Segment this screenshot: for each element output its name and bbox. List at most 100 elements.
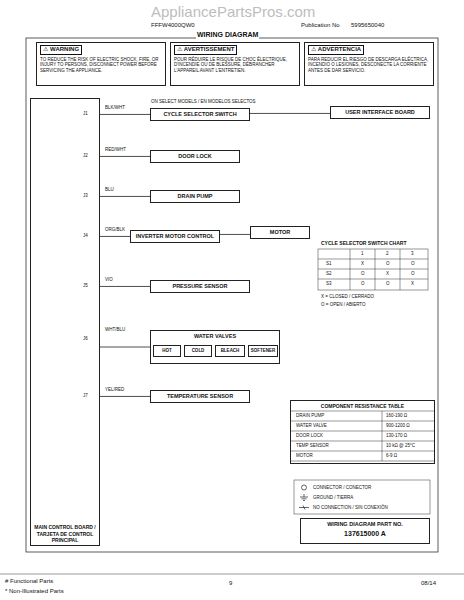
table-cell: 2 — [385, 251, 390, 256]
table-cell: S3 — [325, 281, 333, 286]
wire-color: ORG/BLK — [104, 227, 126, 232]
wire-color: BLK/WHT — [104, 105, 126, 110]
node-heading: WATER VALVES — [154, 333, 276, 340]
node-heading: COLD — [186, 348, 210, 354]
table-cell: S1 — [325, 261, 333, 266]
node-heading: MOTOR — [254, 229, 306, 236]
node-heading: BLEACH — [217, 348, 243, 354]
component-box: INVERTER MOTOR CONTROL — [130, 230, 220, 243]
legend-sample — [298, 504, 310, 511]
wire — [100, 396, 150, 397]
node-heading: COMPONENT RESISTANCE TABLE — [294, 403, 431, 409]
table-cell: O — [410, 261, 416, 266]
node-heading: TEMPERATURE SENSOR — [154, 393, 246, 400]
footer-text: 9 — [228, 580, 233, 587]
node-body: POUR RÉDUIRE LE RISQUE DE CHOC ÉLECTRIQU… — [174, 57, 296, 74]
warning-box: ⚠ ADVERTENCIA PARA REDUCIR EL RIESGO DE D… — [304, 42, 434, 86]
legend-item: CONNECTOR / CONECTOR — [298, 484, 371, 491]
table-cell: X — [385, 271, 390, 276]
node-body: 137615000 A — [304, 530, 426, 539]
legend-sample — [298, 494, 310, 501]
wire-color: WHT/BLU — [104, 327, 126, 332]
node-heading: ⚠ ADVERTENCIA — [308, 45, 364, 55]
table-cell: 10 kΩ @ 25°C — [385, 443, 416, 448]
legend-item: NO CONNECTION / SIN CONEXIÓN — [298, 504, 388, 511]
node-heading: USER INTERFACE BOARD — [334, 109, 426, 116]
legend-text: CONNECTOR / CONECTOR — [313, 485, 371, 490]
wire-color: RED/WHT — [104, 147, 127, 152]
header-text: FFFW4000QW0 — [150, 22, 196, 29]
resistance-table-grid — [290, 411, 435, 461]
node-heading: SOFTENER — [250, 348, 276, 354]
node-heading: ⚠ WARNING — [40, 45, 82, 55]
switch-chart-grid — [318, 249, 428, 290]
node-heading: DOOR LOCK — [154, 153, 236, 160]
pin-name: J3 — [82, 193, 89, 198]
pin-name: J1 — [82, 111, 89, 116]
component-box: CYCLE SELECTOR SWITCH — [150, 108, 250, 121]
table-cell: X — [360, 261, 365, 266]
node-body: PARA REDUCIR EL RIESGO DE DESCARGA ELÉCT… — [308, 57, 430, 74]
wire-color: VIO — [104, 277, 114, 282]
table-cell: X — [410, 281, 415, 286]
header-text: AppliancePartsPros.com — [150, 3, 316, 21]
table-cell: S2 — [325, 271, 333, 276]
header-text: WIRING DIAGRAM — [196, 31, 259, 39]
warning-box: ⚠ WARNING TO REDUCE THE RISK OF ELECTRIC … — [36, 42, 166, 86]
wire — [100, 236, 130, 237]
footer-text: # Functional Parts — [4, 578, 54, 585]
component-box: USER INTERFACE BOARD — [330, 106, 430, 119]
table-cell: X = CLOSED / CERRADO — [320, 294, 375, 299]
table-cell: O = OPEN / ABIERTO — [320, 302, 366, 307]
legend-text: NO CONNECTION / SIN CONEXIÓN — [313, 505, 388, 510]
valve-group: WATER VALVES HOT COLD BLEACH SOFTENER — [150, 330, 280, 364]
node-heading: HOT — [155, 348, 179, 354]
component-box: BLEACH — [215, 345, 245, 357]
component-box: DRAIN PUMP — [150, 190, 240, 203]
node-heading: INVERTER MOTOR CONTROL — [134, 233, 216, 240]
node-heading: CYCLE SELECTOR SWITCH — [154, 111, 246, 118]
component-box: DOOR LOCK — [150, 150, 240, 163]
table-cell: MOTOR — [295, 453, 314, 458]
table-cell: 130-170 Ω — [385, 433, 408, 438]
footer-text: 08/14 — [420, 580, 437, 587]
legend-text: GROUND / TIERRA — [313, 495, 353, 500]
legend-sample — [298, 484, 310, 491]
part-number-box: WIRING DIAGRAM PART NO. 137615000 A — [300, 518, 430, 544]
wire — [100, 196, 150, 197]
node-body: TO REDUCE THE RISK OF ELECTRIC SHOCK, FI… — [40, 57, 162, 74]
table-cell: TEMP SENSOR — [295, 443, 330, 448]
table-cell: O — [360, 281, 366, 286]
table-cell: DRAIN PUMP — [295, 413, 325, 418]
wire — [250, 113, 330, 114]
component-box: COLD — [184, 345, 212, 357]
table-cell: O — [385, 261, 391, 266]
component-box: MOTOR — [250, 226, 310, 239]
table-cell: O — [360, 271, 366, 276]
diagram-frame — [26, 38, 438, 552]
wire-color: YEL/RED — [104, 387, 125, 392]
wire-color: BLU — [104, 187, 115, 192]
table-cell: O — [385, 281, 391, 286]
table-cell: WATER VALVE — [295, 423, 328, 428]
header-text: ON SELECT MODELS / EN MODELOS SELECTOS — [150, 99, 257, 104]
wire — [220, 234, 250, 235]
legend-frame — [294, 480, 430, 514]
pin-name: J2 — [82, 153, 89, 158]
header-text: Publication No — [300, 22, 341, 29]
wire — [100, 347, 150, 348]
component-box: SOFTENER — [248, 345, 278, 357]
pin-name: J5 — [82, 283, 89, 288]
footer-text: * Non-Illustrated Parts — [4, 588, 65, 595]
component-box: TEMPERATURE SENSOR — [150, 390, 250, 403]
table-cell: 900-1200 Ω — [385, 423, 411, 428]
node-heading: WIRING DIAGRAM PART NO. — [304, 521, 426, 528]
warning-box: ⚠ AVERTISSEMENTPOUR RÉDUIRE LE RISQUE DE… — [170, 42, 300, 86]
wire — [100, 114, 150, 115]
component-box: PRESSURE SENSOR — [150, 280, 250, 293]
table-cell: 1 — [360, 251, 365, 256]
table-cell: 160-190 Ω — [385, 413, 408, 418]
